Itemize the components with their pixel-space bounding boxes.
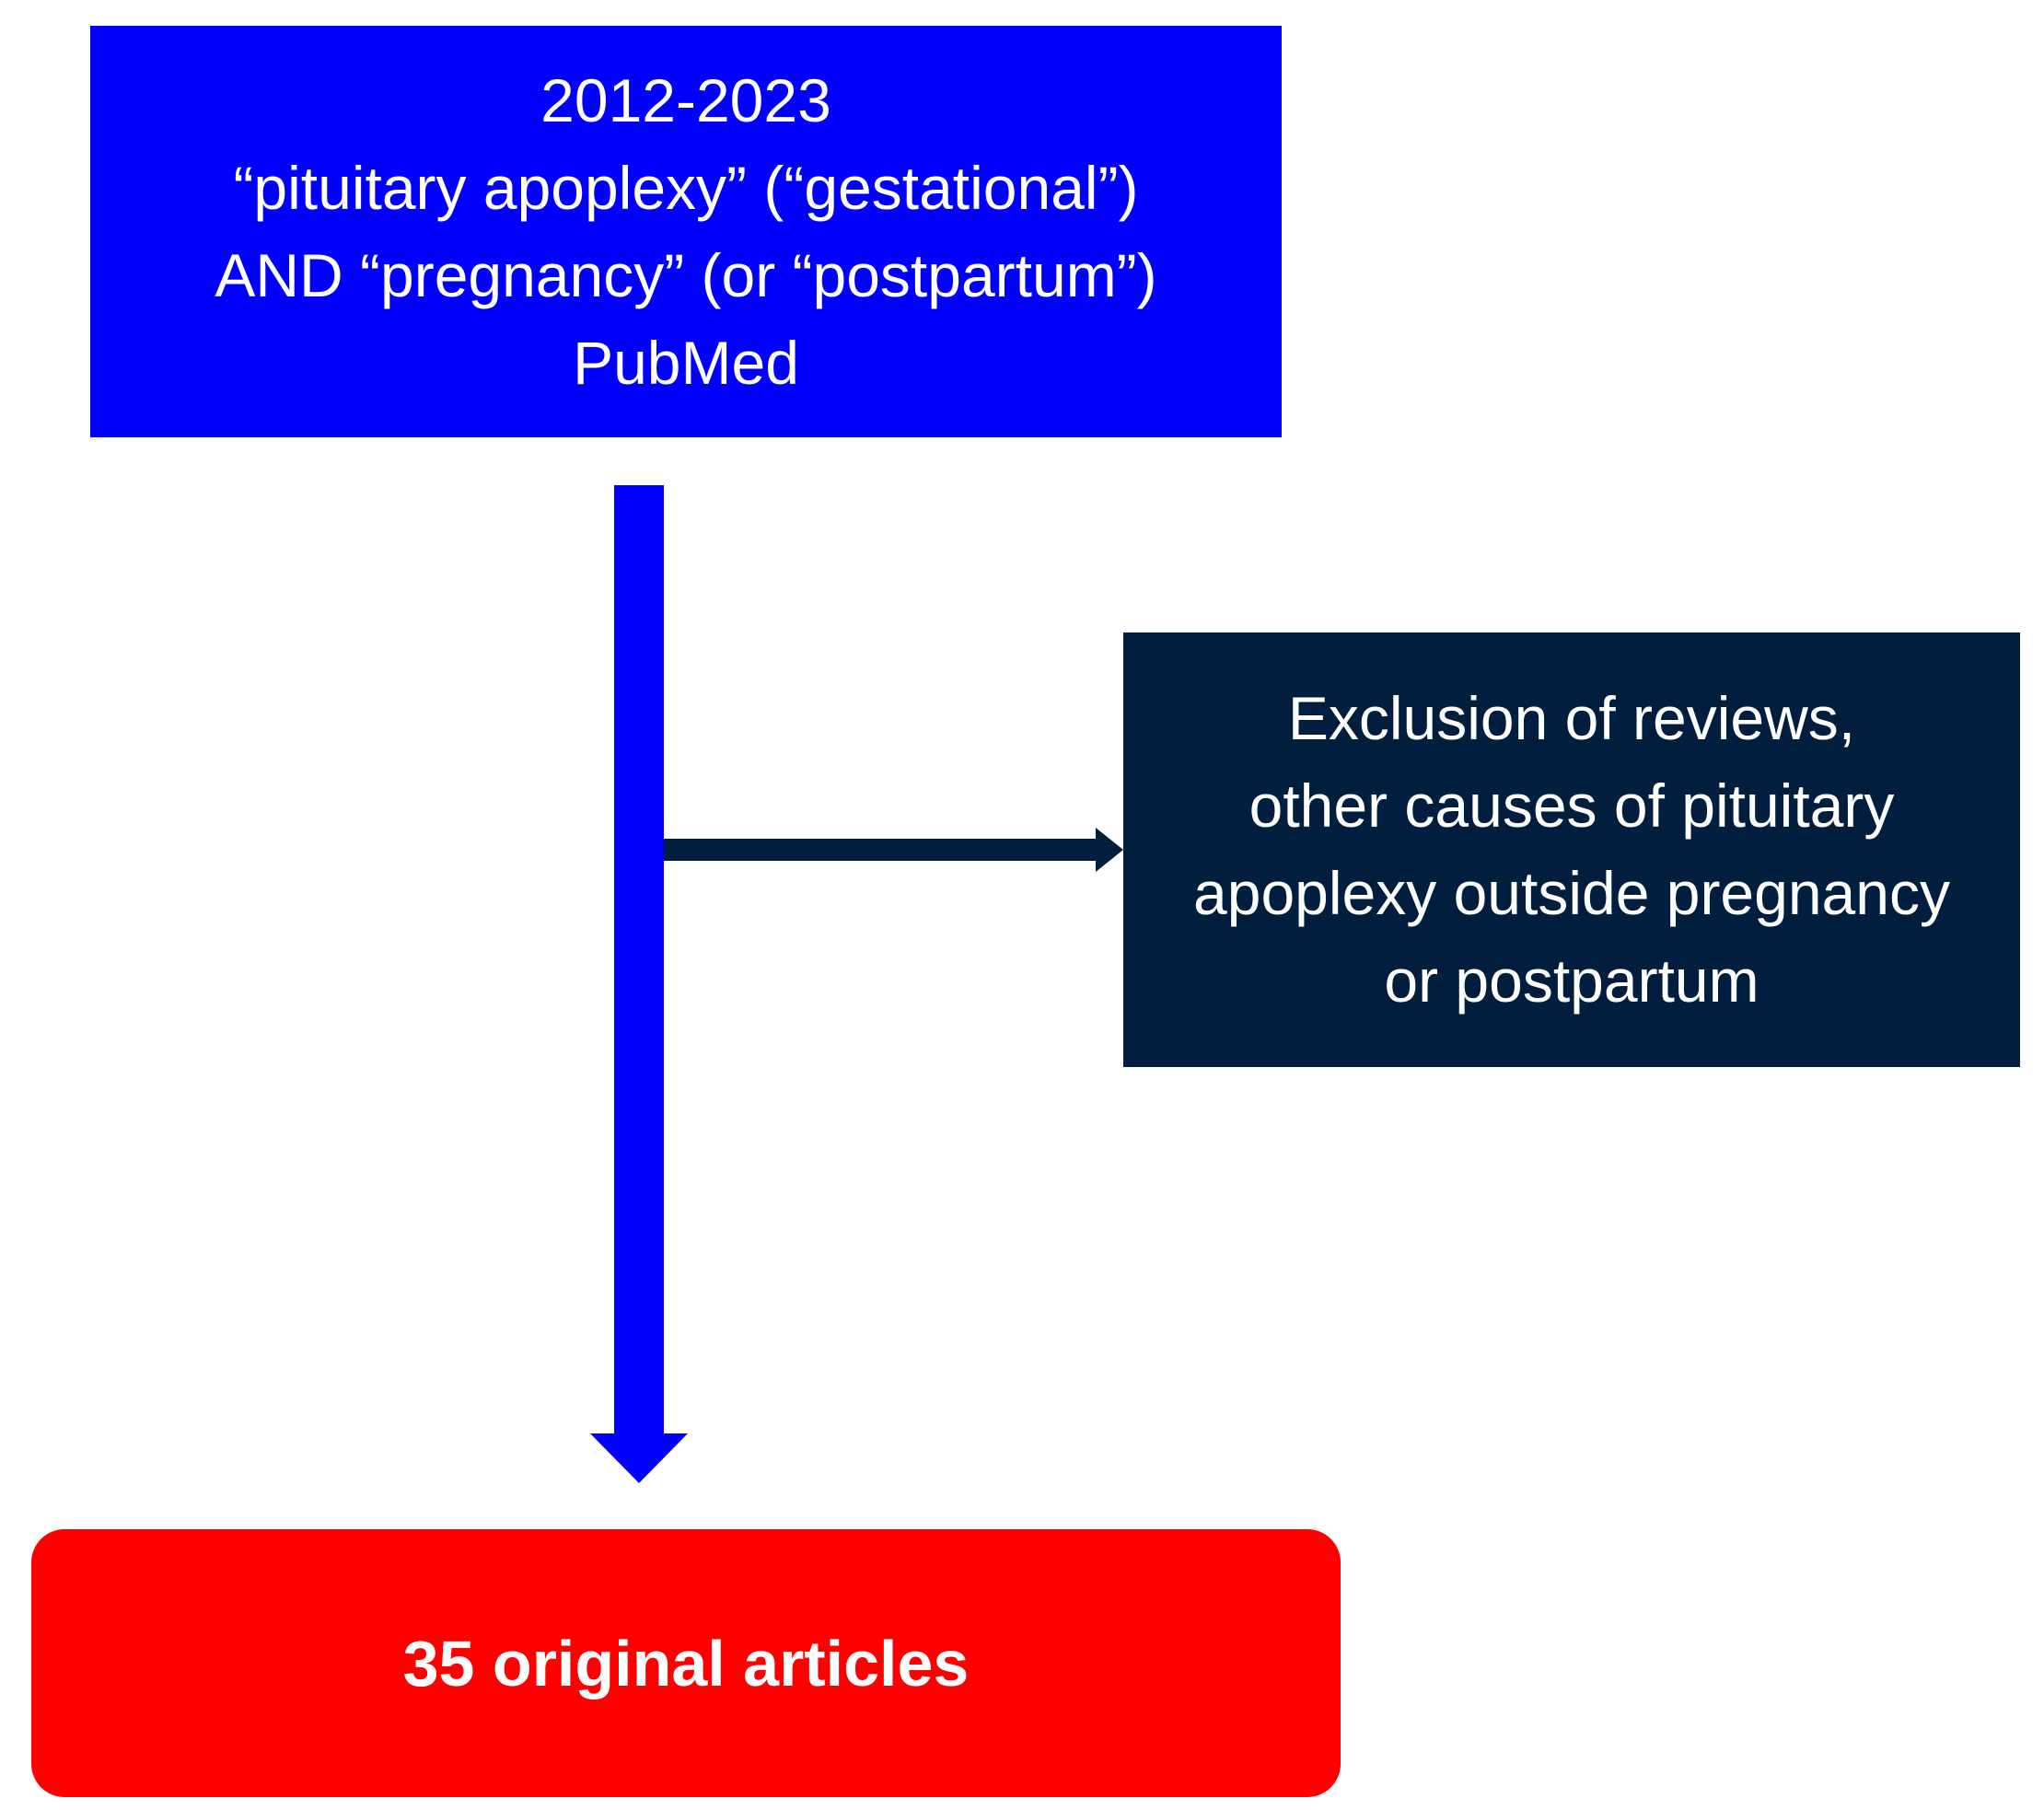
search-date-range: 2012-2023 (540, 65, 831, 134)
result-box: 35 original articles (31, 1529, 1341, 1797)
main-arrow-head (590, 1433, 688, 1483)
exclusion-line-3: apoplexy outside pregnancy (1193, 859, 1950, 927)
exclusion-side-arrow (664, 828, 1123, 872)
main-arrow-shaft (614, 485, 664, 1436)
exclusion-criteria-box: Exclusion of reviews, other causes of pi… (1123, 632, 2020, 1067)
result-label: 35 original articles (402, 1627, 970, 1700)
search-term-pregnancy: AND “pregnancy” (or “postpartum”) (215, 240, 1157, 309)
exclusion-line-2: other causes of pituitary (1248, 772, 1895, 840)
search-term-apoplexy: “pituitary apoplexy” (“gestational”) (233, 153, 1139, 222)
exclusion-line-1: Exclusion of reviews, (1287, 684, 1856, 752)
search-criteria-box: 2012-2023 “pituitary apoplexy” (“gestati… (90, 26, 1282, 437)
side-arrow-head (1096, 828, 1123, 872)
exclusion-line-4: or postpartum (1384, 946, 1759, 1015)
search-database: PubMed (573, 328, 799, 397)
main-down-arrow (590, 485, 688, 1483)
side-arrow-shaft (664, 839, 1102, 861)
